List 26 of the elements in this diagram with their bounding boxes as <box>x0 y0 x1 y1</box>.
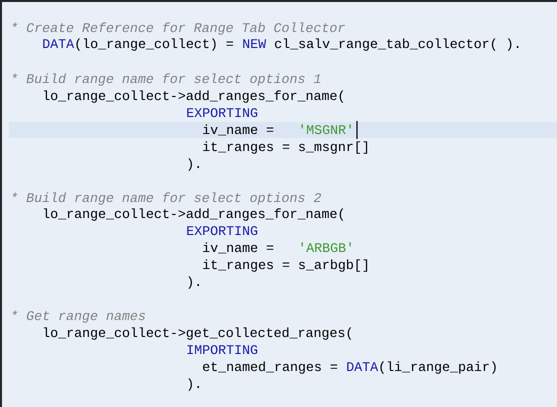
code-text: lo_range_collect->get_collected_ranges( <box>44 327 352 340</box>
code-text: it_ranges = s_arbgb[] <box>203 259 368 272</box>
string-literal: 'MSGNR' <box>301 124 351 134</box>
code-text: ). <box>188 158 199 171</box>
string-literal: 'ARBGB' <box>301 242 351 252</box>
code-text: et_named_ranges = <box>203 361 338 374</box>
code-text: iv_name = <box>203 124 274 136</box>
code-text: (li_range_pair) <box>380 361 496 374</box>
code-text: ). <box>188 276 199 289</box>
keyword-text: NEW <box>243 39 266 48</box>
code-text: lo_range_collect->add_ranges_for_name( <box>44 90 344 103</box>
comment-text: * Build range name for select options 2 <box>12 192 321 205</box>
code-text: ). <box>188 378 199 391</box>
code-text: (lo_range_collect) = <box>76 38 234 51</box>
keyword-text: IMPORTING <box>188 345 258 354</box>
code-text: it_ranges = s_msgnr[] <box>203 141 368 154</box>
keyword-text: EXPORTING <box>187 226 258 236</box>
keyword-text: EXPORTING <box>187 108 258 118</box>
code-text: iv_name = <box>203 242 274 254</box>
comment-text: * Build range name for select options 1 <box>12 73 320 86</box>
code-text: lo_range_collect->add_ranges_for_name( <box>44 208 344 221</box>
comment-text: * Get range names <box>12 310 145 323</box>
comment-text: * Create Reference for Range Tab Collector <box>12 22 345 35</box>
code-text: cl_salv_range_tab_collector( ). <box>275 38 518 51</box>
keyword-text: DATA <box>347 362 378 371</box>
keyword-text: DATA <box>43 39 74 48</box>
